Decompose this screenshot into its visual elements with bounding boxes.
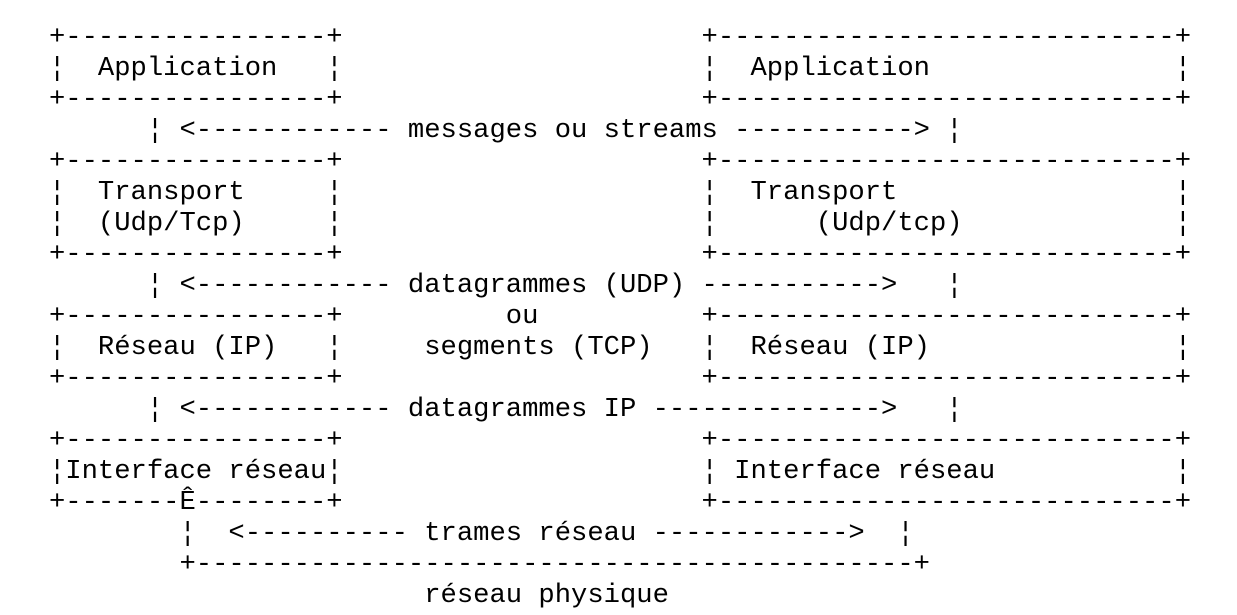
page: +----------------+ +--------------------… xyxy=(48,22,1192,611)
ascii-network-diagram: +----------------+ +--------------------… xyxy=(48,22,1192,611)
